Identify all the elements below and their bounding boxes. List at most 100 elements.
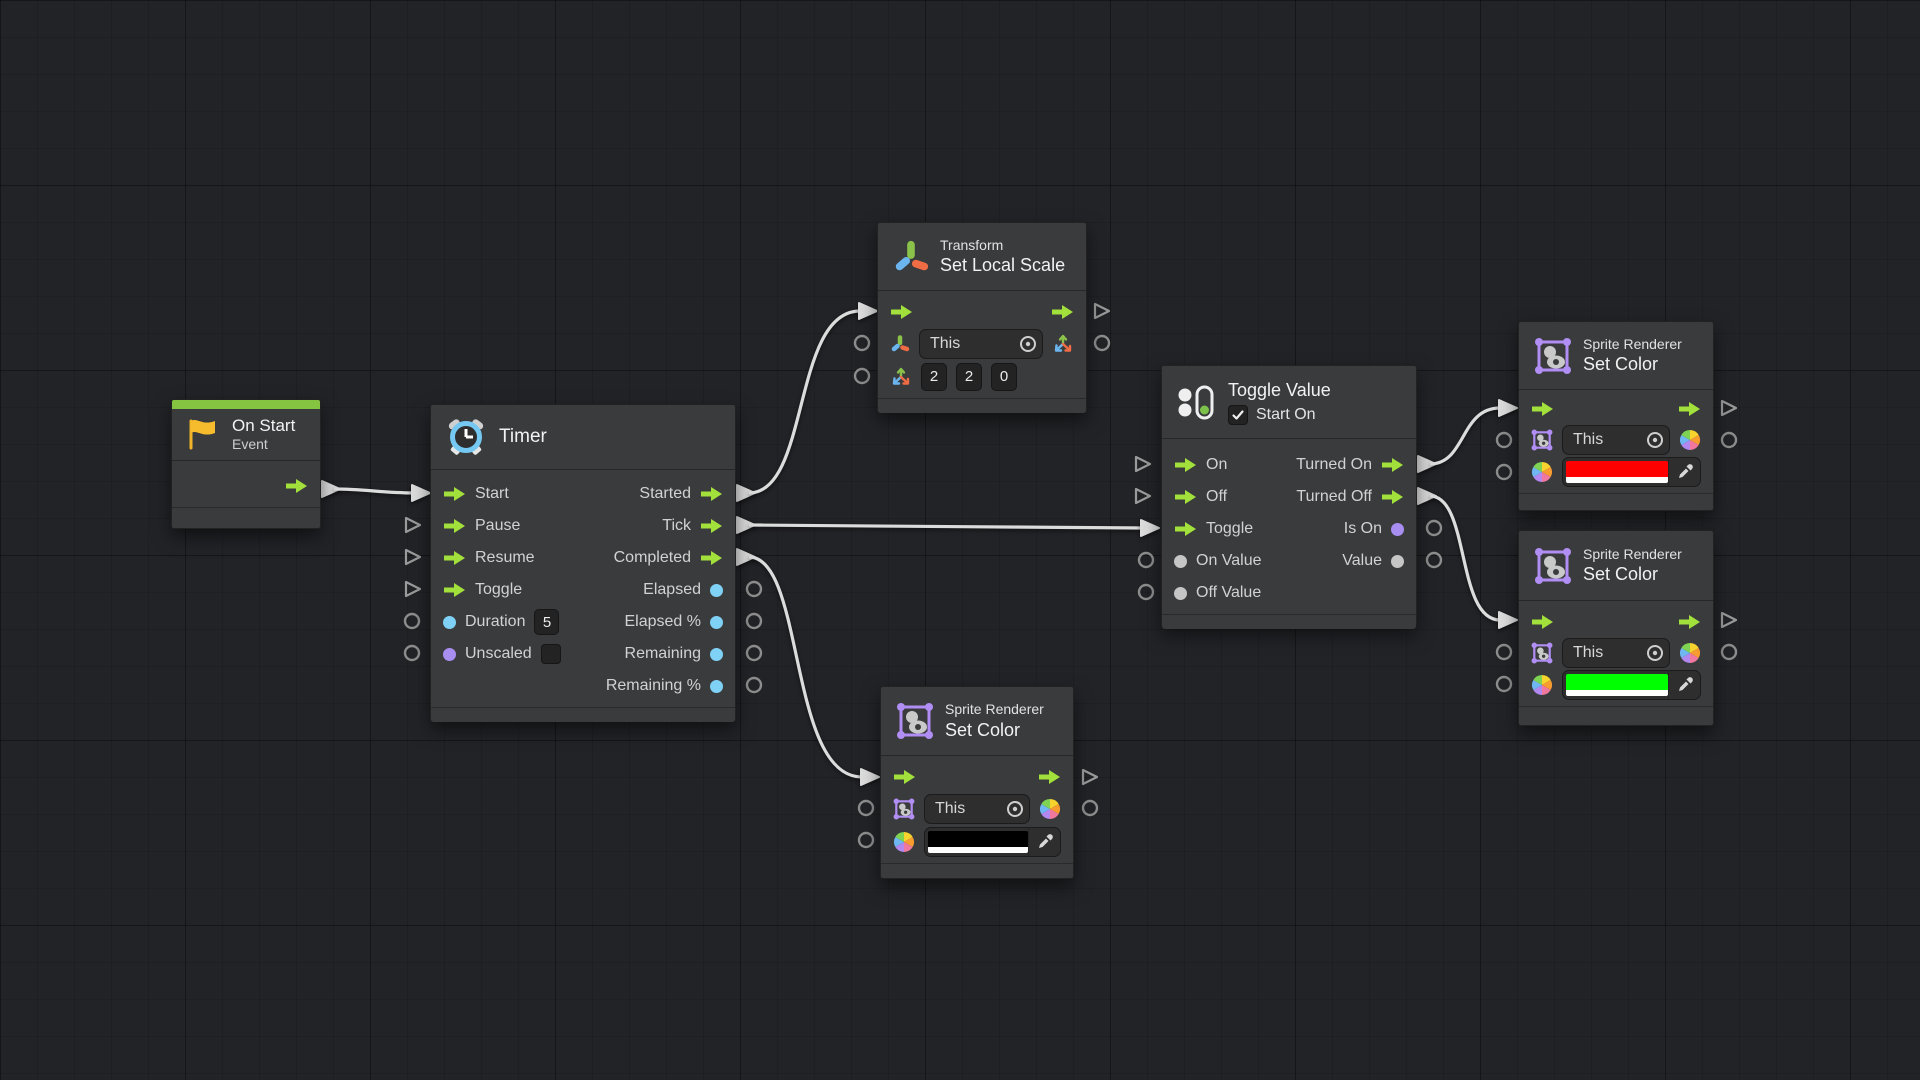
- port-shell-timer-pause[interactable]: [404, 516, 422, 534]
- port-cap-timer-started[interactable]: [736, 484, 756, 502]
- value-port-dot[interactable]: [443, 647, 456, 661]
- port-cap-turnedon[interactable]: [1417, 455, 1437, 473]
- port-shell-scale-vector[interactable]: [853, 367, 871, 385]
- flow-out-arrow-icon[interactable]: [1051, 304, 1074, 320]
- this-object-field[interactable]: This: [924, 793, 1030, 824]
- color-wheel-icon[interactable]: [1531, 461, 1553, 483]
- port-shell-toggle-on[interactable]: [1134, 455, 1152, 473]
- port-shell-timer-toggle[interactable]: [404, 580, 422, 598]
- port-shell-setcolort-this[interactable]: [1495, 431, 1513, 449]
- port-shell-setcolorb-out[interactable]: [1720, 643, 1738, 661]
- wire-onstart-timer[interactable]: [333, 487, 415, 495]
- color-swatch[interactable]: [1566, 674, 1668, 690]
- target-dot-icon[interactable]: [1645, 430, 1665, 450]
- port-shell-toggle-value[interactable]: [1425, 551, 1443, 569]
- node-set-color-bottom-right[interactable]: Sprite Renderer Set Color: [1518, 530, 1714, 726]
- port-shell-setcolorb-this[interactable]: [1495, 643, 1513, 661]
- value-port-dot[interactable]: [710, 615, 723, 629]
- scale-z-field[interactable]: 0: [991, 362, 1017, 391]
- flow-in-arrow-icon[interactable]: [443, 518, 466, 534]
- node-toggle-value[interactable]: Toggle Value Start On On Turned On: [1161, 365, 1417, 629]
- this-object-field[interactable]: This: [1562, 638, 1670, 668]
- scale-y-field[interactable]: 2: [956, 362, 982, 391]
- color-swatch[interactable]: [928, 830, 1028, 847]
- port-shell-setcolort-flowout[interactable]: [1720, 399, 1738, 417]
- flow-in-arrow-icon[interactable]: [1174, 521, 1197, 537]
- flow-out-arrow-icon[interactable]: [700, 518, 723, 534]
- port-cap-timer-completed[interactable]: [736, 548, 756, 566]
- port-shell-setcolorb-color[interactable]: [1495, 675, 1513, 693]
- value-port-dot[interactable]: [710, 647, 723, 661]
- flow-in-arrow-icon[interactable]: [1174, 457, 1197, 473]
- sprite-port-icon[interactable]: [1531, 642, 1553, 664]
- flow-out-arrow-icon[interactable]: [700, 550, 723, 566]
- port-cap-onstart-out[interactable]: [321, 480, 341, 498]
- node-on-start[interactable]: On Start Event: [171, 399, 321, 529]
- wire-timer-togglevalue[interactable]: [748, 523, 1143, 530]
- port-shell-toggle-off[interactable]: [1134, 487, 1152, 505]
- eyedropper-button[interactable]: [1028, 827, 1060, 856]
- wire-turnedon-setcolor-top[interactable]: [1429, 406, 1501, 466]
- color-field[interactable]: [1562, 670, 1701, 700]
- value-port-dot[interactable]: [1391, 554, 1404, 568]
- port-cap-setcolor-center-in[interactable]: [860, 768, 880, 786]
- sprite-port-icon[interactable]: [1531, 429, 1553, 451]
- port-cap-setcolor-top-in[interactable]: [1498, 399, 1518, 417]
- flow-in-arrow-icon[interactable]: [1174, 489, 1197, 505]
- color-wheel-icon[interactable]: [893, 831, 915, 853]
- flow-in-arrow-icon[interactable]: [1531, 401, 1554, 417]
- port-shell-timer-resume[interactable]: [404, 548, 422, 566]
- wire-timer-setcolor-center[interactable]: [748, 555, 863, 779]
- scale-x-field[interactable]: 2: [921, 362, 947, 391]
- port-shell-timer-remaining[interactable]: [745, 644, 763, 662]
- port-shell-setcolorc-this[interactable]: [857, 799, 875, 817]
- flow-out-arrow-icon[interactable]: [1678, 614, 1701, 630]
- port-cap-setcolor-bottom-in[interactable]: [1498, 611, 1518, 629]
- start-on-checkbox[interactable]: [1228, 405, 1248, 426]
- flow-in-arrow-icon[interactable]: [890, 304, 913, 320]
- target-dot-icon[interactable]: [1645, 643, 1665, 663]
- value-port-dot[interactable]: [710, 583, 723, 597]
- color-wheel-icon[interactable]: [1531, 674, 1553, 696]
- flow-in-arrow-icon[interactable]: [443, 550, 466, 566]
- port-shell-setcolort-out[interactable]: [1720, 431, 1738, 449]
- target-dot-icon[interactable]: [1005, 799, 1025, 819]
- eyedropper-button[interactable]: [1668, 458, 1700, 486]
- port-shell-setcolorc-out[interactable]: [1081, 799, 1099, 817]
- this-object-field[interactable]: This: [1562, 425, 1670, 455]
- target-dot-icon[interactable]: [1018, 334, 1038, 354]
- port-cap-scale-in[interactable]: [858, 302, 878, 320]
- flow-in-arrow-icon[interactable]: [443, 486, 466, 502]
- color-field[interactable]: [924, 826, 1061, 857]
- sprite-port-icon[interactable]: [893, 798, 915, 820]
- port-shell-setcolorb-flowout[interactable]: [1720, 611, 1738, 629]
- color-wheel-icon[interactable]: [1679, 642, 1701, 664]
- wire-timer-setlocalscale[interactable]: [748, 309, 861, 495]
- transform-port-icon[interactable]: [890, 334, 910, 354]
- port-shell-setcolorc-flowout[interactable]: [1081, 768, 1099, 786]
- flow-in-arrow-icon[interactable]: [1531, 614, 1554, 630]
- this-object-field[interactable]: This: [919, 328, 1043, 359]
- port-shell-scale-this[interactable]: [853, 334, 871, 352]
- port-shell-setcolort-color[interactable]: [1495, 463, 1513, 481]
- value-port-dot[interactable]: [710, 679, 723, 693]
- port-shell-toggle-onvalue[interactable]: [1137, 551, 1155, 569]
- value-port-dot[interactable]: [1174, 554, 1187, 568]
- port-shell-timer-elapsedpct[interactable]: [745, 612, 763, 630]
- eyedropper-button[interactable]: [1668, 671, 1700, 699]
- wire-turnedoff-setcolor-bottom[interactable]: [1429, 494, 1501, 622]
- port-cap-turnedoff[interactable]: [1417, 487, 1437, 505]
- port-cap-timer-start[interactable]: [411, 484, 431, 502]
- node-set-color-center[interactable]: Sprite Renderer Set Color: [880, 686, 1074, 879]
- flow-out-arrow-icon[interactable]: [1678, 401, 1701, 417]
- node-timer[interactable]: Timer Start Started Pause Tick: [430, 404, 736, 722]
- flow-in-arrow-icon[interactable]: [893, 769, 916, 785]
- port-shell-toggle-ison[interactable]: [1425, 519, 1443, 537]
- flow-out-arrow-icon[interactable]: [285, 478, 308, 494]
- port-shell-scale-flowout[interactable]: [1093, 302, 1111, 320]
- color-field[interactable]: [1562, 457, 1701, 487]
- flow-out-arrow-icon[interactable]: [1038, 769, 1061, 785]
- port-cap-toggle-in[interactable]: [1140, 519, 1160, 537]
- value-port-dot[interactable]: [1391, 522, 1404, 536]
